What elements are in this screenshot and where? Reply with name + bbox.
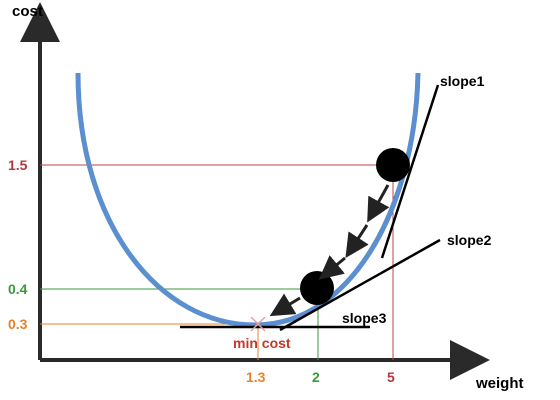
y-tick-1-5: 1.5 [8, 157, 28, 173]
min-cost-label: min cost [233, 335, 291, 351]
ball-mid [300, 271, 334, 305]
y-tick-0-4: 0.4 [8, 281, 28, 297]
y-tick-0-3: 0.3 [8, 316, 28, 332]
descent-arrows [269, 184, 390, 317]
slope2-label: slope2 [447, 232, 492, 248]
slope1-tangent [380, 84, 440, 259]
guide-lines-0-3 [40, 323, 259, 360]
guide-lines-1-5 [40, 164, 394, 360]
slope3-label: slope3 [342, 310, 387, 326]
x-tick-1-3: 1.3 [246, 369, 266, 385]
x-tick-2: 2 [312, 369, 320, 385]
ball-start [376, 148, 410, 182]
min-cost-marker [250, 316, 266, 332]
cost-curve [75, 72, 421, 328]
x-axis-label: weight [475, 375, 524, 392]
slope1-label: slope1 [440, 73, 485, 89]
y-axis-label: cost [12, 3, 43, 20]
slope2-tangent [279, 238, 441, 332]
x-tick-5: 5 [387, 369, 395, 385]
